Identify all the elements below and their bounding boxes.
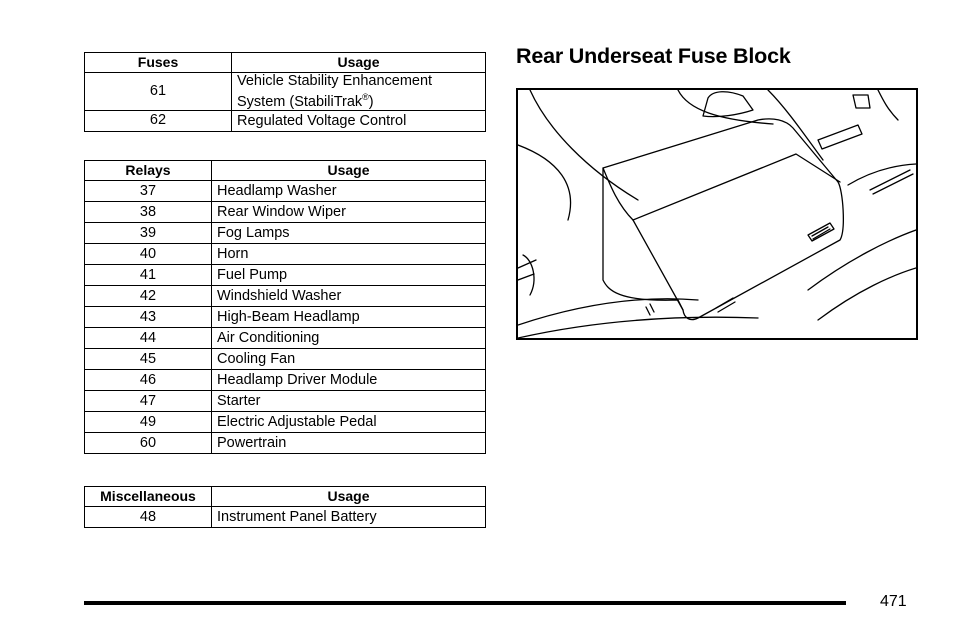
relay-usage: Powertrain [211, 432, 486, 454]
contour-line [877, 90, 899, 121]
fuse-usage-end: ) [368, 93, 374, 110]
relay-usage: Fog Lamps [211, 222, 486, 244]
misc-usage: Instrument Panel Battery [211, 506, 486, 528]
relay-id: 42 [84, 285, 212, 307]
relay-usage: Horn [211, 243, 486, 265]
clip-shape [852, 94, 871, 109]
relay-usage: Fuel Pump [211, 264, 486, 286]
contour-line [518, 259, 537, 281]
contour-line [529, 90, 639, 201]
fuse-id: 61 [84, 72, 232, 111]
relay-id: 60 [84, 432, 212, 454]
fuse-block-illustration [516, 88, 918, 340]
fuses-header-usage: Usage [231, 52, 486, 73]
registered-mark: ® [362, 92, 369, 102]
relay-id: 43 [84, 306, 212, 328]
fuses-header-id: Fuses [84, 52, 232, 73]
relay-id: 39 [84, 222, 212, 244]
latch-grip-lines [811, 226, 831, 240]
relay-usage: Cooling Fan [211, 348, 486, 370]
relay-usage: Headlamp Washer [211, 180, 486, 202]
contour-line [767, 90, 824, 161]
fuses-table: Fuses Usage 61 Vehicle Stability Enhance… [84, 52, 486, 132]
contour-line [817, 267, 916, 321]
relay-usage: Rear Window Wiper [211, 201, 486, 223]
tab-marks [645, 303, 655, 316]
relay-id: 38 [84, 201, 212, 223]
fuse-usage: Regulated Voltage Control [231, 109, 486, 132]
relay-id: 46 [84, 369, 212, 391]
relays-header-usage: Usage [211, 160, 486, 181]
page-number: 471 [880, 593, 907, 610]
fuse-block-cover [602, 118, 844, 321]
relay-id: 47 [84, 390, 212, 412]
fuses-header-row: Fuses Usage [84, 52, 486, 73]
relay-usage: Windshield Washer [211, 285, 486, 307]
relay-id: 45 [84, 348, 212, 370]
section-heading: Rear Underseat Fuse Block [516, 44, 791, 68]
relay-id: 49 [84, 411, 212, 433]
cover-edge-line [632, 153, 841, 221]
clip-shape [817, 124, 863, 150]
fuse-usage-line2: System (StabiliTrak [237, 93, 363, 110]
relay-id: 40 [84, 243, 212, 265]
relay-id: 37 [84, 180, 212, 202]
latch-icon [807, 222, 835, 242]
cover-edge-line [602, 167, 634, 221]
relay-usage: Starter [211, 390, 486, 412]
relay-usage: Headlamp Driver Module [211, 369, 486, 391]
footer-rule [84, 601, 846, 605]
table-row: 62 Regulated Voltage Control [84, 109, 486, 132]
relays-header-id: Relays [84, 160, 212, 181]
contour-line [518, 144, 572, 221]
tab-marks [715, 297, 736, 313]
contour-line [522, 254, 535, 296]
relay-usage: Air Conditioning [211, 327, 486, 349]
misc-header-id: Miscellaneous [84, 486, 212, 507]
relay-usage: Electric Adjustable Pedal [211, 411, 486, 433]
relay-id: 44 [84, 327, 212, 349]
fuse-id: 62 [84, 109, 232, 132]
contour-line [869, 169, 911, 191]
misc-id: 48 [84, 506, 212, 528]
relay-usage: High-Beam Headlamp [211, 306, 486, 328]
contour-line [677, 90, 774, 125]
cover-edge-line [632, 219, 684, 311]
misc-header-usage: Usage [211, 486, 486, 507]
contour-line [807, 229, 916, 291]
fuse-usage-line1: Vehicle Stability Enhancement [237, 73, 433, 89]
relay-id: 41 [84, 264, 212, 286]
fuse-block-line-drawing [518, 90, 916, 338]
contour-line [518, 316, 759, 338]
contour-line [872, 173, 914, 195]
contour-line [847, 163, 916, 186]
bracket-shape [702, 91, 754, 118]
misc-header-row: Miscellaneous Usage [84, 486, 486, 507]
relays-header-row: Relays Usage [84, 160, 486, 181]
contour-line [518, 298, 699, 326]
